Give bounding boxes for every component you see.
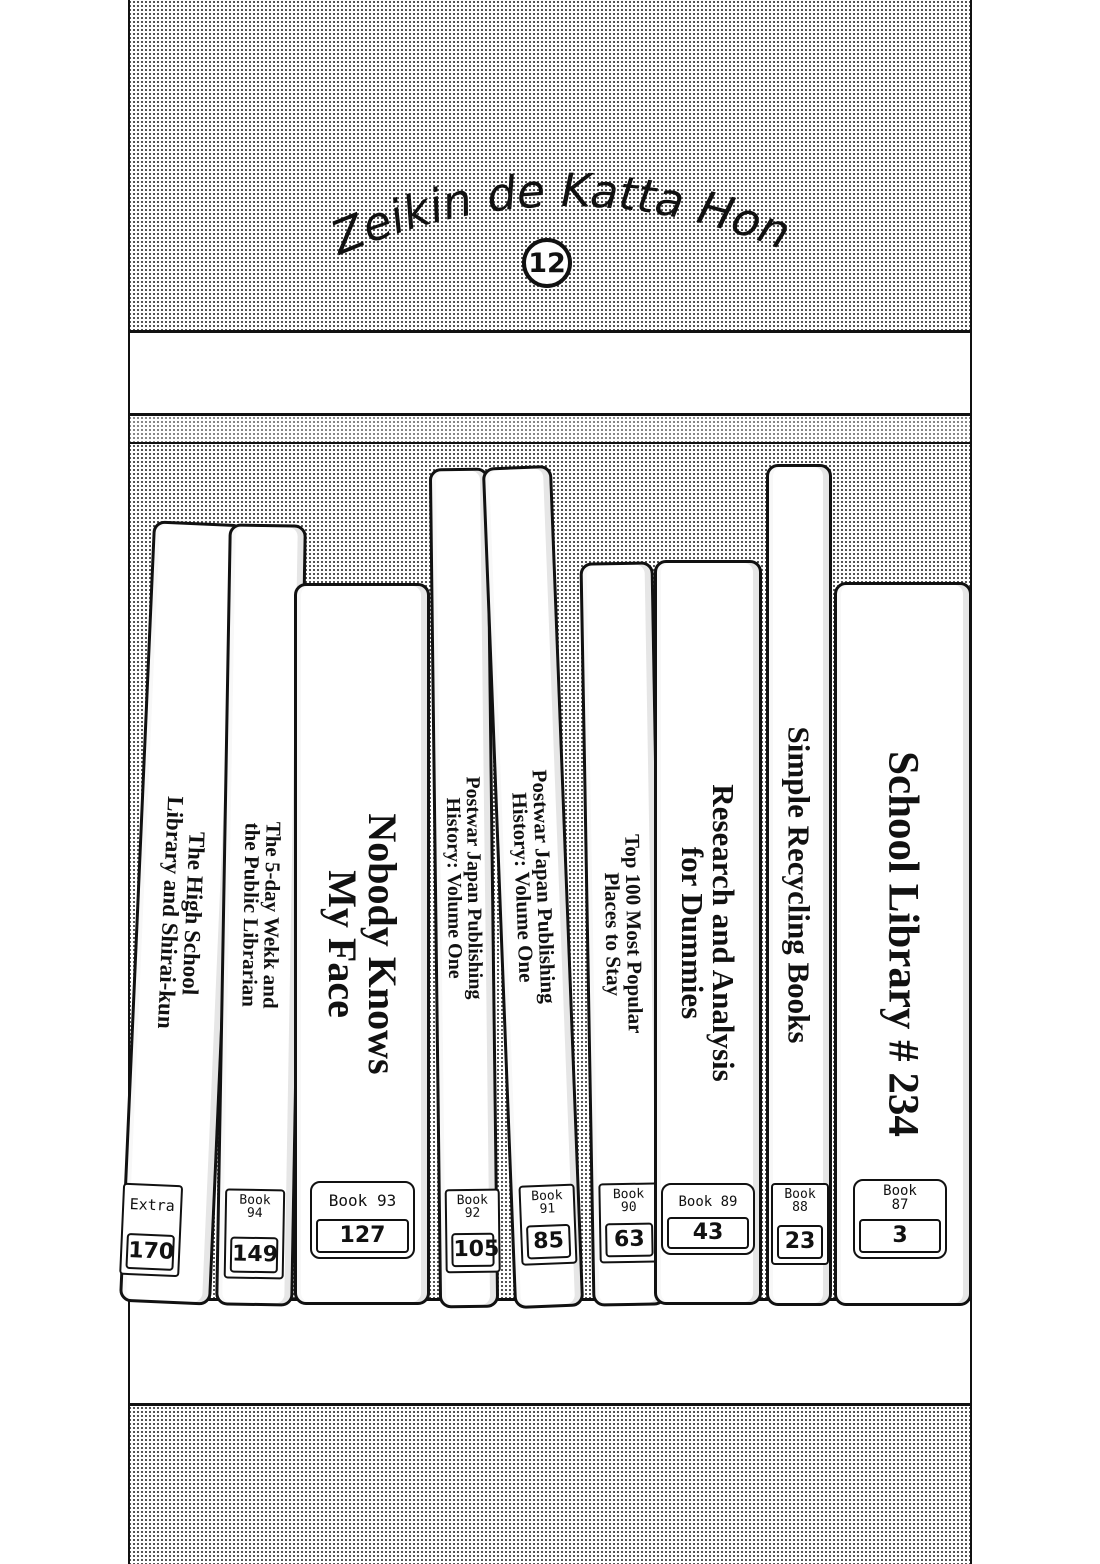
label-number: 23: [777, 1225, 823, 1259]
label-number: 105: [451, 1232, 500, 1268]
book-title: Postwar Japan Publishing History: Volume…: [441, 776, 487, 1000]
label-header: Book 89: [678, 1194, 738, 1210]
book-title: Postwar Japan Publishing History: Volume…: [507, 769, 561, 1005]
label-header: Book 94: [239, 1192, 271, 1222]
upper-shelf-gap: [128, 416, 972, 442]
book-label: Book 90 63: [598, 1182, 660, 1264]
book-title: Top 100 Most Popular Places to Stay: [599, 833, 648, 1034]
label-number: 43: [667, 1217, 749, 1249]
book-label: Extra 170: [119, 1182, 184, 1278]
book-title: School Library # 234: [879, 751, 927, 1137]
book-label: Book 94 149: [223, 1188, 286, 1280]
label-number: 127: [316, 1219, 409, 1253]
book-label: Book 87 3: [853, 1179, 947, 1259]
book-title: Nobody Knows My Face: [320, 813, 405, 1075]
label-header: Book 92: [456, 1192, 489, 1222]
upper-shelf-band: [128, 330, 972, 416]
book-title: The 5-day Wekk and the Public Librarian: [237, 821, 286, 1009]
book-87[interactable]: School Library # 234 Book 87 3: [834, 582, 972, 1306]
book-label: Book 89 43: [661, 1183, 755, 1255]
book-93[interactable]: Nobody Knows My Face Book 93 127: [294, 583, 430, 1305]
label-number: 149: [229, 1236, 279, 1274]
volume-number-badge: 12: [522, 238, 572, 288]
label-header: Book 91: [530, 1188, 563, 1217]
label-header: Extra: [129, 1195, 176, 1215]
book-title: The High School Library and Shirai-kun: [152, 795, 210, 1030]
label-number: 63: [605, 1222, 654, 1258]
book-title: Research and Analysis for Dummies: [675, 783, 741, 1082]
book-88[interactable]: Simple Recycling Books Book 88 23: [766, 464, 832, 1306]
label-number: 85: [525, 1223, 572, 1260]
label-header: Book 93: [328, 1191, 397, 1210]
bottom-halftone-panel: [128, 1406, 972, 1564]
book-label: Book 91 85: [518, 1183, 578, 1266]
label-number: 3: [859, 1219, 941, 1253]
top-halftone-panel: [128, 0, 972, 330]
book-title: Simple Recycling Books: [781, 726, 817, 1044]
book-89[interactable]: Research and Analysis for Dummies Book 8…: [654, 560, 762, 1305]
book-label: Book 88 23: [771, 1183, 829, 1265]
label-header: Book 90: [612, 1186, 645, 1216]
label-header: Book 88: [784, 1187, 816, 1215]
book-label: Book 92 105: [444, 1188, 501, 1274]
book-label: Book 93 127: [310, 1181, 415, 1259]
label-header: Book 87: [883, 1183, 917, 1213]
label-number: 170: [125, 1232, 175, 1271]
chapter-header: Zeikin de Katta Hon 12: [0, 0, 1100, 330]
